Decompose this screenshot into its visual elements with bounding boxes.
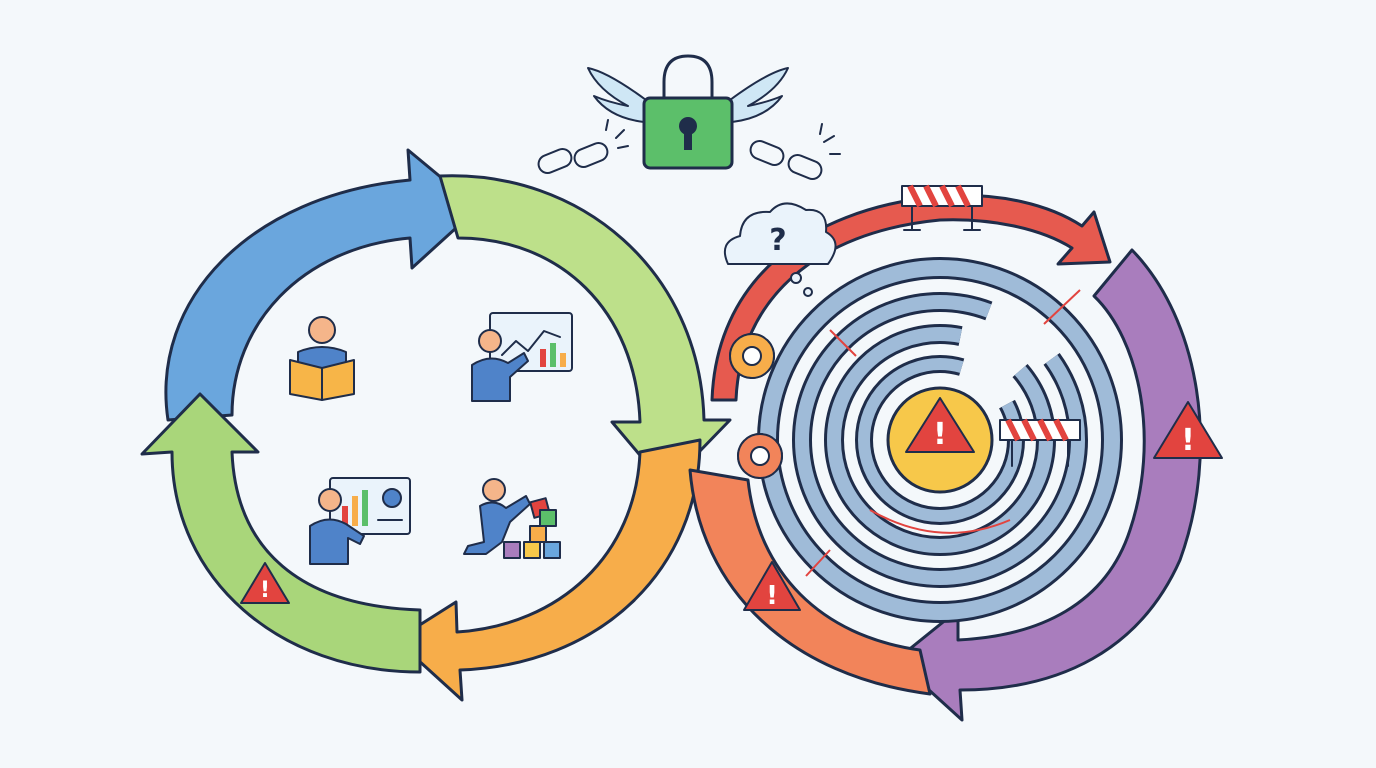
question-cloud-icon: ? — [724, 202, 837, 297]
right-cycle: ! ! ! ? — [688, 184, 1223, 722]
warning-glyph: ! — [1181, 423, 1195, 458]
roadblock-icon — [901, 184, 983, 231]
warning-glyph: ! — [260, 578, 270, 603]
side-warning-icon: ! — [743, 561, 801, 611]
coral-arrow — [688, 468, 932, 696]
side-warning-icon: ! — [1153, 401, 1223, 459]
block-builder-icon — [463, 478, 561, 559]
light-green-arrow — [438, 174, 732, 488]
warning-glyph: ! — [766, 581, 778, 611]
roadblock-icon — [999, 418, 1081, 467]
dashboard-presenter-icon — [309, 477, 411, 565]
warning-glyph: ! — [933, 417, 947, 452]
warning-icon: ! — [240, 562, 290, 604]
broken-chain-icon — [749, 123, 841, 180]
center-warning-icon: ! — [905, 397, 975, 453]
question-glyph: ? — [769, 223, 786, 258]
gear-icon — [729, 333, 775, 379]
winged-padlock-icon — [587, 54, 789, 170]
broken-chain-icon — [537, 119, 629, 174]
left-cycle: ! — [140, 148, 732, 702]
maze-icon — [757, 257, 1123, 623]
orange-arrow — [394, 438, 702, 702]
blue-arrow — [164, 148, 480, 422]
reading-person-icon — [289, 316, 355, 401]
green-arrow — [140, 392, 422, 674]
gear-icon — [737, 433, 783, 479]
chart-presenter-icon — [471, 312, 573, 402]
